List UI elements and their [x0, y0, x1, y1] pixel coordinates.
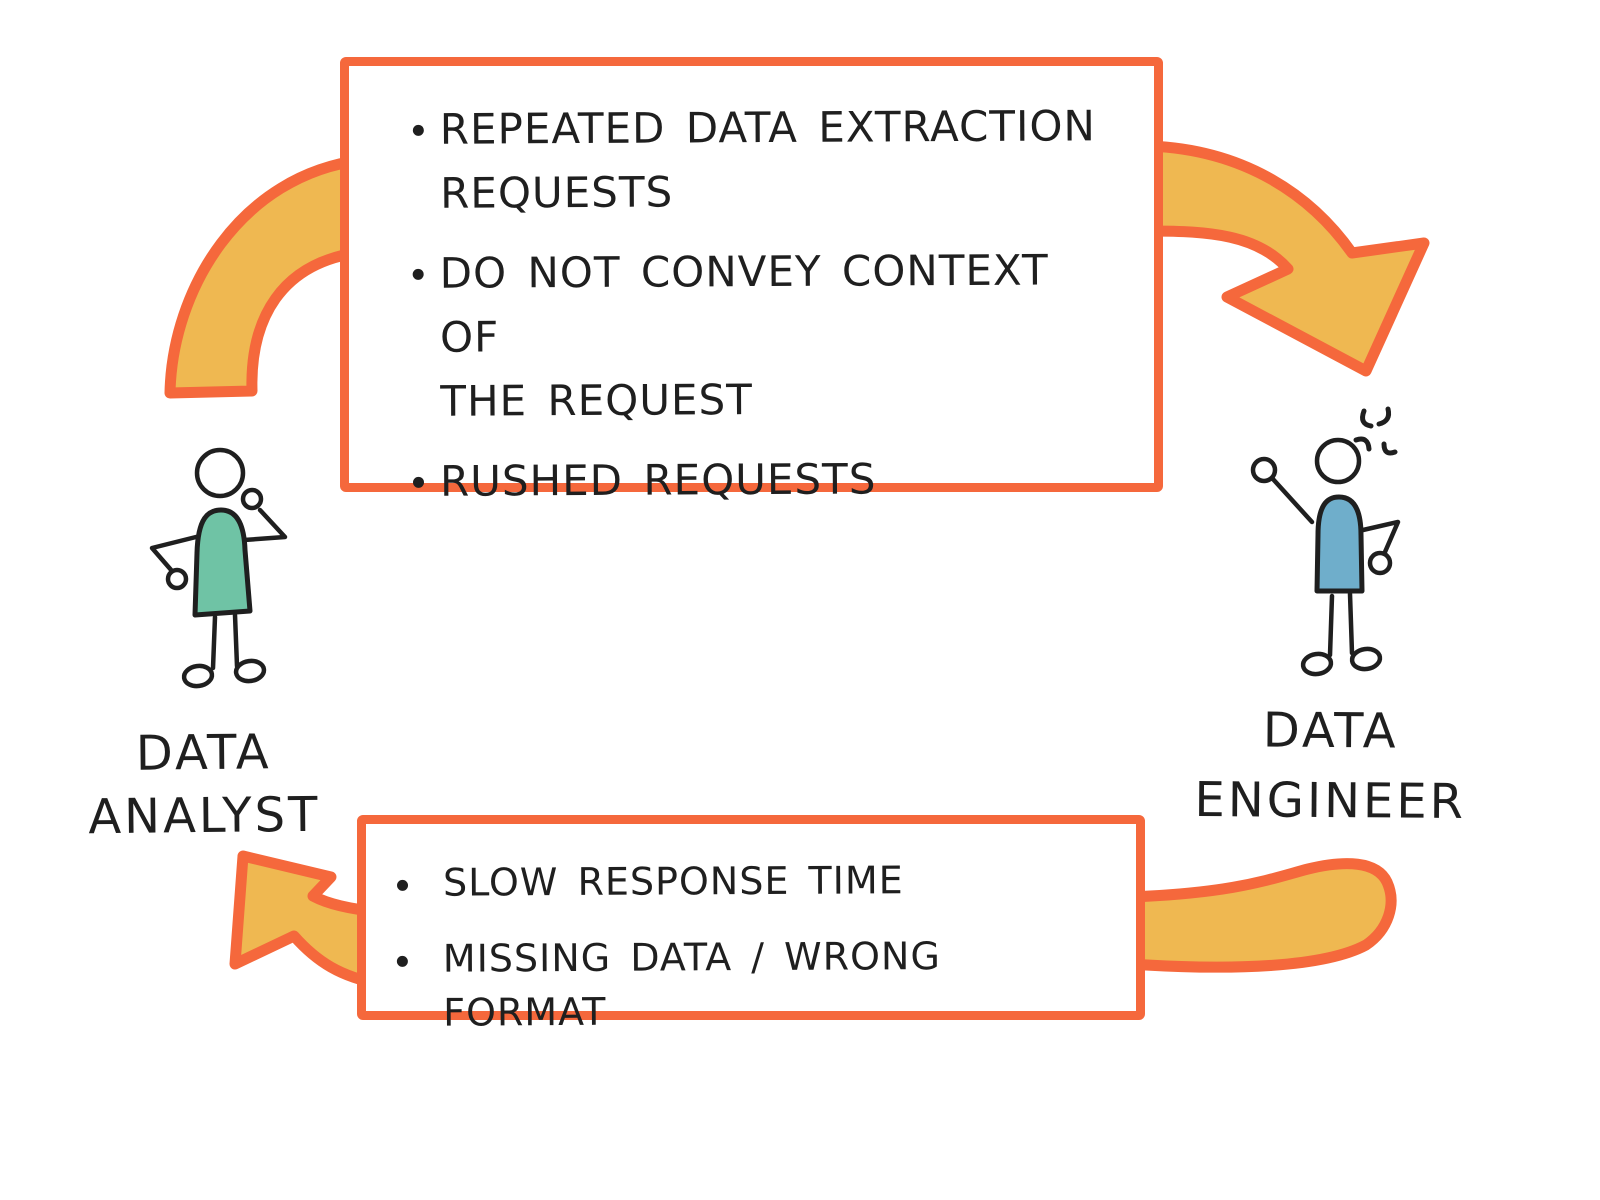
engineer-left-leg	[1327, 593, 1335, 658]
responses-complaints-list: SLOW RESPONSE TIME MISSING DATA / WRONG F…	[366, 824, 1136, 1038]
engineer-shirt	[1314, 494, 1365, 594]
engineer-raised-arm	[1269, 475, 1315, 525]
engineer-fist	[1250, 456, 1278, 484]
analyst-left-foot	[181, 663, 215, 689]
engineer-right-hand	[1367, 550, 1393, 576]
anger-mark-icon	[1353, 406, 1398, 456]
arrow-box-to-engineer	[1144, 140, 1430, 377]
bullet-item: RUSHED REQUESTS	[411, 446, 1128, 514]
data-analyst-label: DATA ANALYST	[83, 721, 324, 850]
analyst-left-arm	[149, 534, 199, 574]
analyst-shirt	[192, 507, 253, 618]
analyst-right-arm	[241, 507, 288, 543]
analyst-left-leg	[210, 614, 218, 671]
data-engineer-figure	[1250, 406, 1401, 677]
engineer-right-leg	[1347, 591, 1355, 656]
engineer-label-line1: DATA	[1262, 702, 1399, 760]
engineer-head	[1314, 437, 1362, 485]
analyst-label-line2: ANALYST	[88, 786, 321, 846]
bullet-item: MISSING DATA / WRONG FORMAT	[395, 928, 1117, 1040]
arrow-analyst-to-box	[164, 154, 368, 399]
arrow-box-to-analyst	[229, 850, 386, 990]
arrow-engineer-to-box	[1124, 858, 1397, 973]
engineer-left-foot	[1300, 651, 1334, 677]
engineer-right-arm	[1360, 519, 1401, 555]
engineer-label-line2: ENGINEER	[1194, 772, 1467, 830]
data-analyst-figure	[149, 447, 288, 689]
analyst-right-hand	[240, 487, 264, 511]
bullet-item: SLOW RESPONSE TIME	[395, 852, 1116, 910]
analyst-right-leg	[232, 612, 240, 669]
analyst-right-foot	[233, 658, 267, 684]
engineer-right-foot	[1349, 646, 1383, 672]
data-engineer-label: DATA ENGINEER	[1188, 695, 1474, 837]
analyst-head	[194, 447, 246, 499]
analyst-left-hand	[165, 567, 189, 591]
analyst-label-line1: DATA	[135, 724, 272, 782]
